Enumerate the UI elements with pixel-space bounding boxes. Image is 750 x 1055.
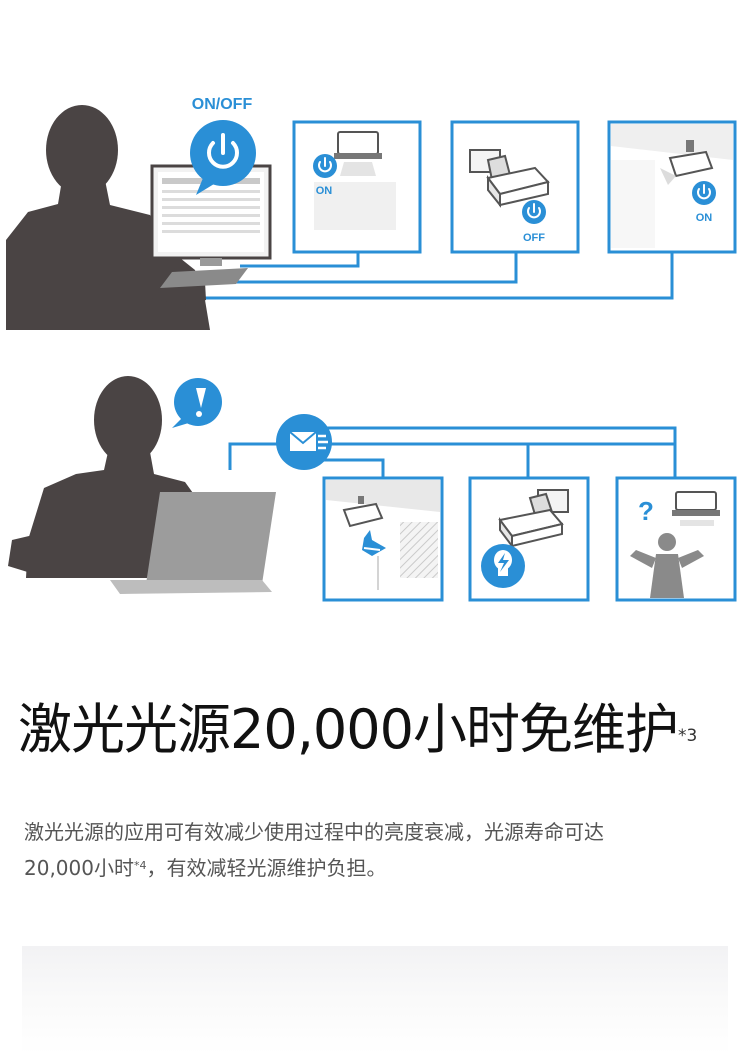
power-toggle-label: ON/OFF [192,96,253,113]
headline-footnote: *3 [677,726,698,746]
remote-management-illustration: ON/OFF ON [6,96,737,602]
question-icon: ? [638,496,654,526]
power-icon [190,120,256,195]
description: 激光光源的应用可有效减少使用过程中的亮度衰减，光源寿命可达 20,000小时*4… [24,814,734,886]
description-line-2-start: 20,000小时 [24,856,134,880]
desktop-monitor [150,164,272,288]
power-icon [692,181,716,205]
projector-panel-2: OFF [450,120,580,254]
person-shrug-silhouette [630,533,704,598]
connection-lines-top [200,252,674,300]
headline: 激光光源20,000小时免维护*3 [18,694,697,766]
alert-lamp-icon [362,530,386,556]
exclamation-icon [172,378,222,428]
headline-text: 激光光源20,000小时免维护 [18,698,679,761]
laptop-user-scene: ? [8,376,737,602]
power-icon [313,154,337,178]
desktop-user-scene: ON/OFF ON [6,96,737,330]
projector-panel-3: ON [607,120,737,254]
next-section-panel [22,946,728,1055]
projector-1-state: ON [316,185,333,197]
projector-panel-1: ON [292,120,422,254]
power-icon [522,200,546,224]
status-panel-3: ? [615,476,737,602]
projector-2-state: OFF [523,232,545,244]
mail-icon [276,414,332,470]
projector-3-state: ON [696,212,713,224]
description-line-1: 激光光源的应用可有效减少使用过程中的亮度衰减，光源寿命可达 [24,820,604,844]
status-panel-2 [468,476,590,602]
description-footnote: *4 [133,859,147,872]
status-panel-1 [322,476,444,602]
description-line-2-end: ，有效减轻光源维护负担。 [146,856,387,880]
laptop [110,492,276,594]
lamp-warning-icon [481,544,525,588]
